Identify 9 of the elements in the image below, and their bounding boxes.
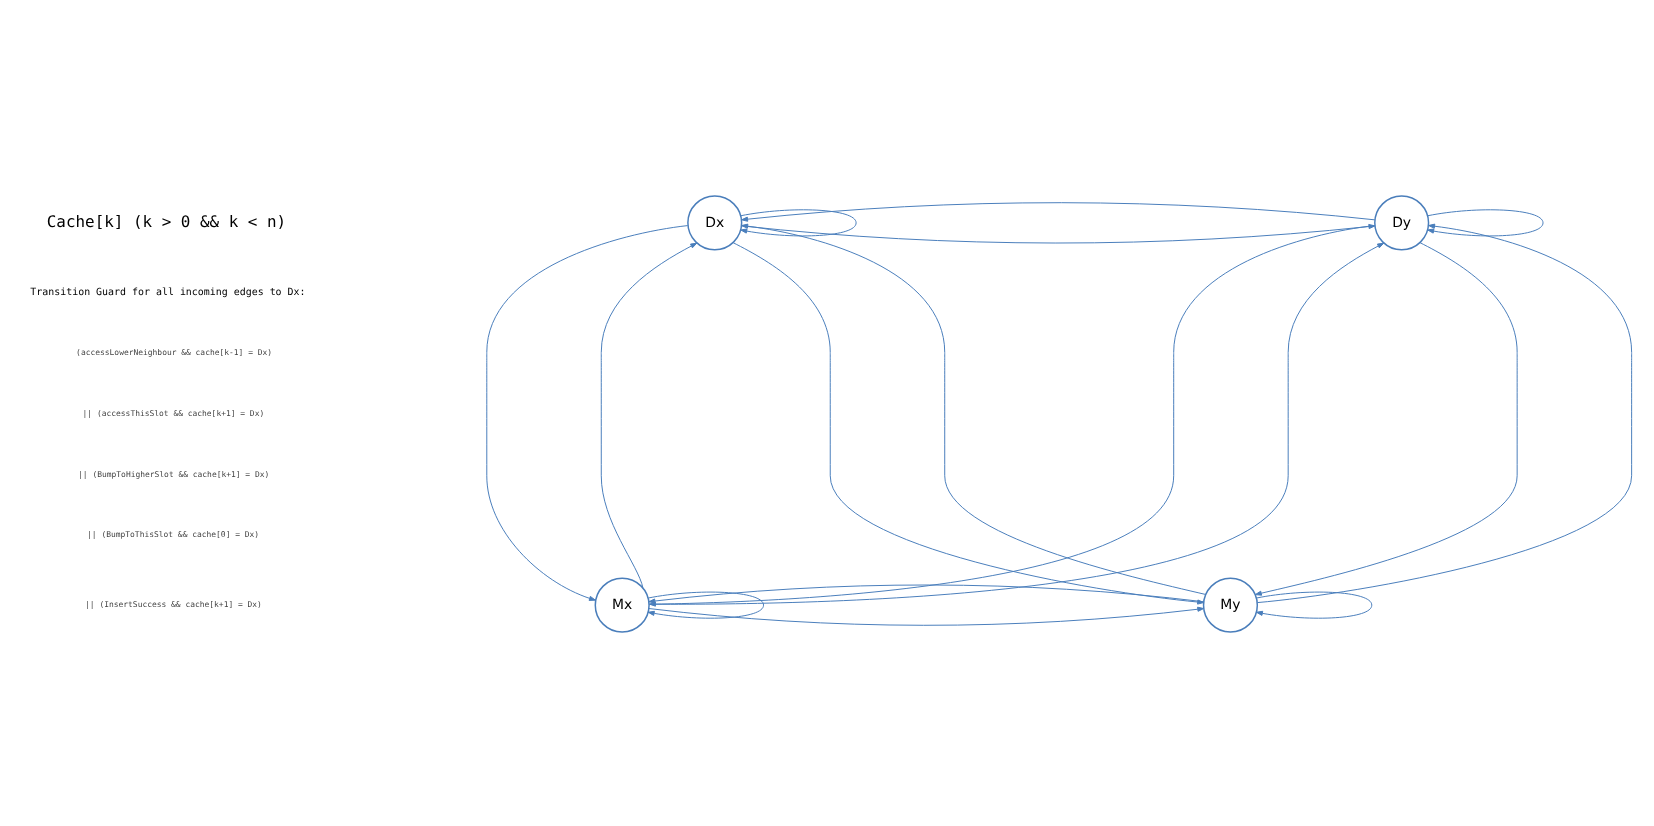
arrow <box>648 605 1205 625</box>
arrow <box>740 208 857 236</box>
arrow <box>600 241 698 588</box>
arrow <box>741 201 1376 221</box>
arrow <box>1255 590 1373 618</box>
arrow <box>1254 241 1518 595</box>
arrow <box>486 224 689 600</box>
arrow <box>1427 208 1544 236</box>
arrow <box>648 583 1205 603</box>
